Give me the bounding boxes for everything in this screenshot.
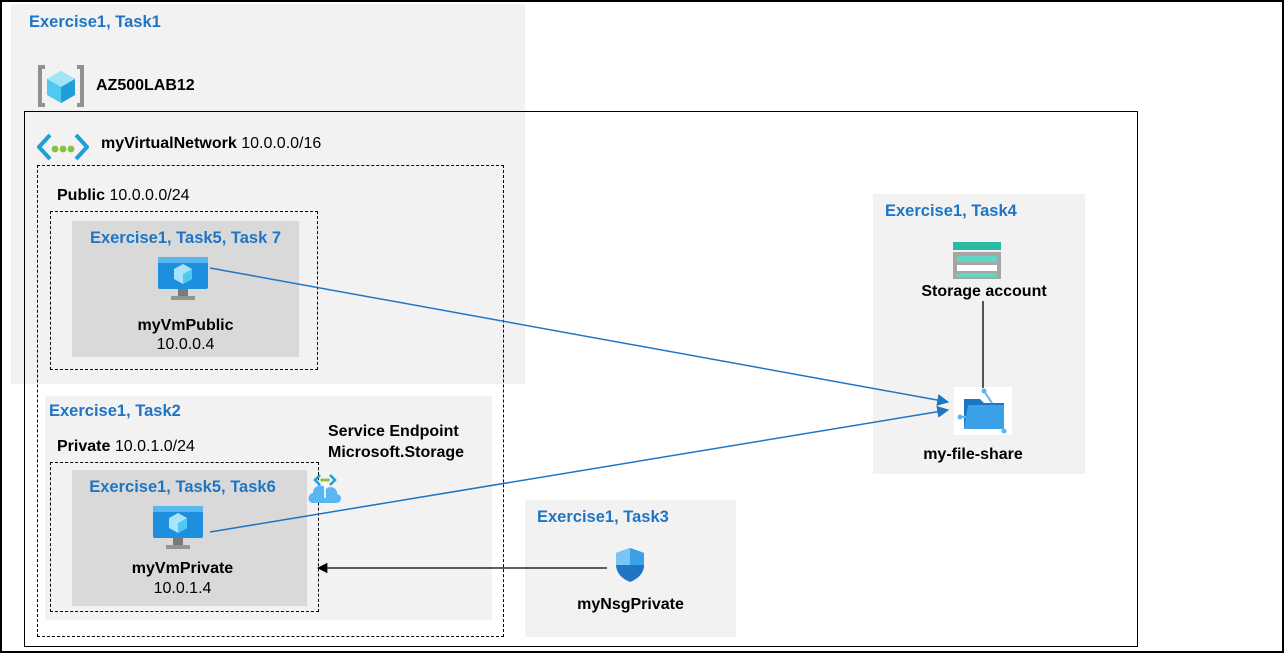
virtual-machine-icon	[153, 506, 203, 549]
storage-account-icon	[953, 242, 1001, 279]
vnet-boundary	[24, 111, 1138, 647]
public-subnet-boundary	[50, 211, 318, 370]
private-subnet-title: Private 10.0.1.0/24	[57, 438, 195, 456]
virtual-network-icon	[37, 133, 89, 161]
file-share-label: my-file-share	[923, 446, 1023, 463]
public-vm-ip: 10.0.0.4	[156, 336, 215, 353]
vnet-cidr: 10.0.0.0/16	[241, 135, 322, 152]
public-subnet-cidr: 10.0.0.0/24	[109, 187, 190, 204]
nsg-name: myNsgPrivate	[577, 596, 684, 613]
storage-task-label: Exercise1, Task4	[885, 202, 1017, 220]
private-subnet-task-label: Exercise1, Task2	[49, 402, 181, 420]
vnet-address-space-boundary	[37, 165, 504, 637]
private-vm-ip: 10.0.1.4	[153, 580, 212, 597]
virtual-machine-icon	[158, 257, 208, 300]
service-endpoint-label-line1: Service Endpoint	[328, 423, 459, 440]
public-vm-task-label: Exercise1, Task5, Task 7	[89, 229, 282, 247]
public-vm-name: myVmPublic	[137, 317, 234, 334]
file-share-icon	[954, 387, 1012, 435]
public-vm-to-file-share-connector	[209, 267, 950, 406]
private-subnet-boundary	[50, 462, 319, 612]
service-endpoint-icon	[308, 474, 342, 503]
private-vm-name: myVmPrivate	[131, 560, 234, 577]
nsg-task-label: Exercise1, Task3	[537, 508, 669, 526]
service-endpoint-label-line2: Microsoft.Storage	[328, 444, 465, 461]
storage-account-label: Storage account	[921, 283, 1047, 300]
vnet-title: myVirtualNetwork 10.0.0.0/16	[101, 135, 321, 153]
public-subnet-title: Public 10.0.0.0/24	[57, 187, 190, 205]
private-subnet-name: Private	[57, 438, 111, 455]
shield-icon	[616, 548, 644, 582]
vnet-name: myVirtualNetwork	[101, 135, 237, 152]
resource-group-task-label: Exercise1, Task1	[29, 13, 161, 31]
resource-group-icon	[38, 65, 84, 107]
private-subnet-cidr: 10.0.1.0/24	[114, 438, 195, 455]
private-vm-to-file-share-connector	[209, 405, 950, 533]
resource-group-name: AZ500LAB12	[96, 77, 195, 94]
private-vm-task-label: Exercise1, Task5, Task6	[89, 478, 276, 496]
public-subnet-name: Public	[57, 187, 106, 204]
